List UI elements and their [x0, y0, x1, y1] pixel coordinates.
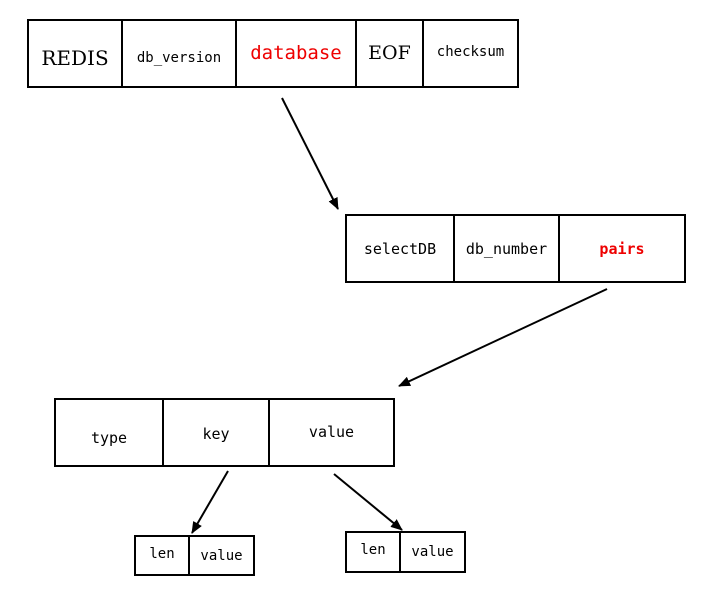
key-len-label: len [149, 545, 175, 562]
eof-label: EOF [368, 41, 411, 64]
db-number-label: db_number [465, 239, 548, 258]
checksum-label: checksum [436, 43, 505, 60]
pairs-field: pairs [560, 216, 684, 281]
redis-field: REDIS [29, 21, 123, 86]
key-value-label: value [200, 547, 243, 564]
key-string-structure: len value [134, 535, 255, 576]
value-value-label: value [411, 544, 454, 560]
value-len-field: len [347, 533, 401, 571]
redis-label: REDIS [41, 45, 109, 70]
value-string-structure: len value [345, 531, 466, 573]
rdb-file-structure: REDIS db_version database EOF checksum [27, 19, 519, 88]
database-structure: selectDB db_number pairs [345, 214, 686, 283]
pair-structure: type key value [54, 398, 395, 467]
db-version-label: db_version [136, 49, 222, 66]
checksum-field: checksum [424, 21, 517, 86]
select-db-label: selectDB [363, 239, 437, 258]
type-field: type [56, 400, 164, 465]
db-number-field: db_number [455, 216, 560, 281]
value-value-field: value [401, 533, 464, 571]
arrow-database-to-db-struct [281, 97, 339, 210]
arrow-pairs-to-pair-struct [398, 288, 608, 387]
arrow-value-to-value-string [333, 473, 403, 531]
key-label: key [202, 424, 230, 443]
eof-field: EOF [357, 21, 424, 86]
database-label: database [250, 41, 342, 64]
value-field: value [270, 400, 393, 465]
key-value-field: value [190, 537, 253, 574]
select-db-field: selectDB [347, 216, 455, 281]
type-label: type [90, 428, 128, 447]
db-version-field: db_version [123, 21, 237, 86]
database-field: database [237, 21, 357, 86]
key-len-field: len [136, 537, 190, 574]
value-len-label: len [360, 542, 386, 558]
arrow-key-to-key-string [191, 470, 229, 534]
key-field: key [164, 400, 270, 465]
pairs-label: pairs [599, 239, 645, 258]
value-label: value [308, 422, 355, 441]
